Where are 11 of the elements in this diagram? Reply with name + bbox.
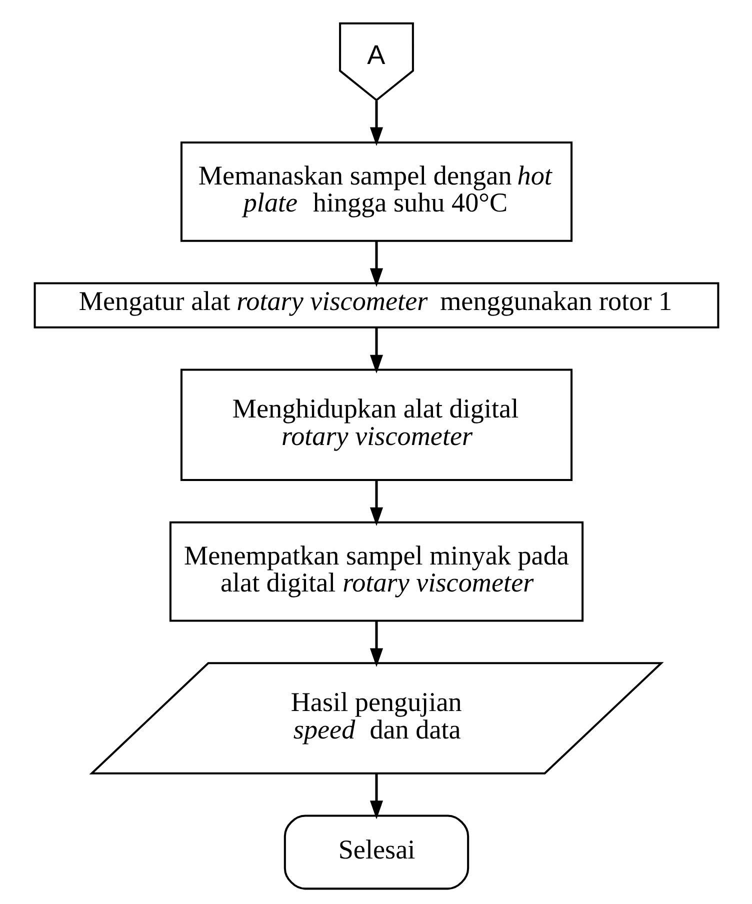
- node-box: Selesai: [283, 814, 469, 890]
- arrow: [369, 620, 383, 667]
- arrow: [369, 774, 383, 820]
- node-box: Menempatkan sampel minyak pada alat digital rotary viscometer: [168, 521, 584, 622]
- arrow: [369, 100, 383, 146]
- node-box: Memanaskan sampel dengan hot plate hingga suhu 40°C: [180, 141, 572, 242]
- arrow: [369, 480, 383, 526]
- node-box: Mengatur alat rotary viscometer menggunakan rotor 1: [33, 282, 719, 328]
- node-box: Menghidupkan alat digital rotary viscometer: [180, 368, 572, 481]
- arrow: [369, 328, 383, 374]
- arrow: [369, 241, 383, 287]
